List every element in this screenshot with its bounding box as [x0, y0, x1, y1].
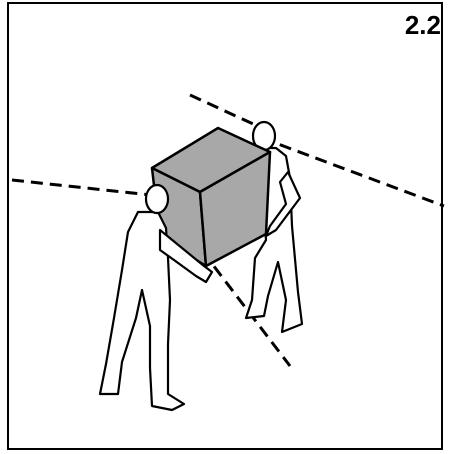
person-icon: [98, 183, 214, 412]
figure-number: 2.2: [404, 10, 441, 40]
dashed-line-right: [261, 136, 445, 208]
figure-border: [7, 2, 443, 450]
dashed-line-left: [11, 178, 161, 198]
dashed-lines: [11, 93, 445, 367]
box-right-face: [198, 150, 272, 268]
dashed-line-diagonal: [166, 205, 292, 367]
dashed-line-upper: [189, 93, 263, 130]
